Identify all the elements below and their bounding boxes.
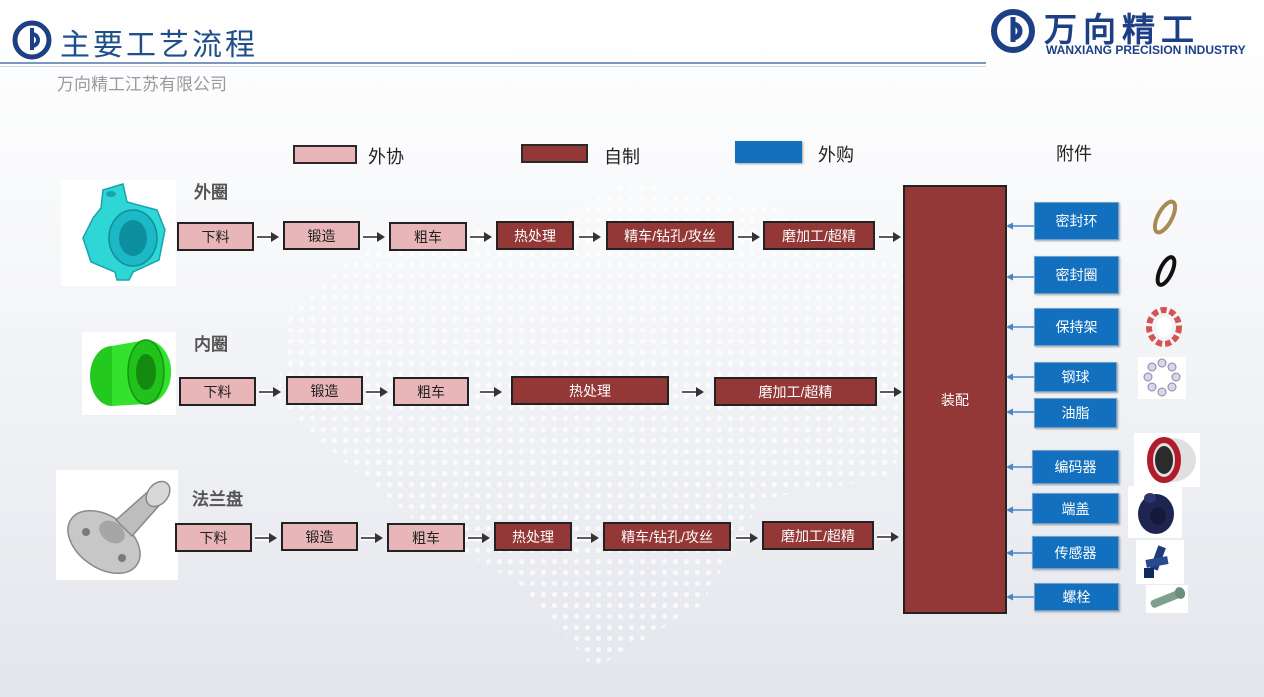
arrow-right-icon	[259, 387, 281, 397]
arrow-right-icon	[480, 387, 502, 397]
arrow-right-icon	[257, 232, 279, 242]
arrow-left-icon	[1006, 408, 1034, 416]
arrow-left-icon	[1006, 463, 1034, 471]
accessories-heading: 附件	[1056, 144, 1092, 164]
end-cap-image	[1128, 486, 1182, 538]
arrow-right-icon	[468, 533, 490, 543]
inner-step-rough-turning: 粗车	[393, 377, 469, 406]
header-divider-thin	[0, 66, 986, 67]
arrow-right-icon	[682, 387, 704, 397]
arrow-right-icon	[877, 532, 899, 542]
brand-logo-icon	[991, 9, 1035, 53]
accessory-bolt: 螺栓	[1034, 583, 1119, 611]
accessory-grease: 油脂	[1034, 398, 1117, 428]
inner-ring-label: 内圈	[194, 335, 228, 354]
assembly-block: 装配	[903, 185, 1007, 614]
inner-ring-image	[82, 332, 176, 415]
inner-step-heat-treatment: 热处理	[511, 376, 669, 405]
flange-step-finish-turning: 精车/钻孔/攻丝	[603, 522, 731, 551]
legend-outsourced-swatch	[293, 145, 357, 164]
outer-ring-label: 外圈	[194, 183, 228, 202]
bolt-image	[1146, 585, 1188, 613]
outer-step-finish-turning: 精车/钻孔/攻丝	[606, 221, 734, 250]
seal-ring-image	[1150, 196, 1180, 238]
arrow-right-icon	[577, 533, 599, 543]
arrow-right-icon	[738, 232, 760, 242]
outer-step-heat-treatment: 热处理	[496, 221, 574, 250]
arrow-right-icon	[366, 387, 388, 397]
accessory-sealing-gasket: 密封圈	[1034, 256, 1119, 294]
header-divider	[0, 62, 986, 64]
accessory-sensor: 传感器	[1032, 536, 1119, 569]
legend-self-made-label: 自制	[604, 147, 640, 167]
arrow-right-icon	[579, 232, 601, 242]
flange-step-grinding: 磨加工/超精	[762, 521, 874, 550]
arrow-left-icon	[1006, 323, 1034, 331]
company-subtitle: 万向精工江苏有限公司	[57, 75, 227, 94]
brand-english-name: WANXIANG PRECISION INDUSTRY	[1046, 43, 1246, 57]
arrow-left-icon	[1006, 273, 1034, 281]
flange-step-blanking: 下料	[175, 523, 252, 552]
encoder-image	[1134, 433, 1200, 487]
steel-ball-image	[1138, 357, 1186, 399]
arrow-left-icon	[1006, 373, 1034, 381]
flange-image	[56, 470, 178, 580]
inner-step-forging: 锻造	[286, 376, 363, 405]
outer-step-grinding: 磨加工/超精	[763, 221, 875, 250]
legend-purchased-swatch	[735, 141, 802, 163]
arrow-left-icon	[1006, 222, 1034, 230]
arrow-left-icon	[1006, 593, 1034, 601]
outer-step-blanking: 下料	[177, 222, 254, 251]
accessory-seal-ring: 密封环	[1034, 202, 1119, 240]
sensor-image	[1136, 540, 1184, 584]
legend-self-made-swatch	[521, 144, 588, 163]
arrow-right-icon	[470, 232, 492, 242]
legend-outsourced-label: 外协	[368, 147, 404, 167]
company-logo-icon	[12, 20, 52, 60]
arrow-right-icon	[255, 533, 277, 543]
cage-image	[1142, 306, 1186, 348]
arrow-right-icon	[736, 533, 758, 543]
arrow-right-icon	[880, 387, 902, 397]
outer-step-rough-turning: 粗车	[389, 222, 467, 251]
flange-label: 法兰盘	[192, 490, 243, 509]
accessory-cage: 保持架	[1034, 308, 1119, 346]
sealing-gasket-image	[1152, 252, 1180, 290]
page-title: 主要工艺流程	[60, 28, 258, 63]
legend-purchased-label: 外购	[818, 145, 854, 165]
inner-step-blanking: 下料	[179, 377, 256, 406]
flange-step-rough-turning: 粗车	[387, 523, 465, 552]
arrow-right-icon	[879, 232, 901, 242]
arrow-right-icon	[363, 232, 385, 242]
accessory-steel-ball: 钢球	[1034, 362, 1117, 392]
arrow-left-icon	[1006, 549, 1034, 557]
outer-ring-image	[61, 180, 176, 286]
arrow-right-icon	[361, 533, 383, 543]
flange-step-heat-treatment: 热处理	[494, 522, 572, 551]
inner-step-grinding: 磨加工/超精	[714, 377, 877, 406]
accessory-encoder: 编码器	[1032, 450, 1119, 484]
accessory-end-cap: 端盖	[1032, 493, 1119, 524]
brand-name: 万向精工	[1044, 10, 1200, 49]
arrow-left-icon	[1006, 506, 1034, 514]
outer-step-forging: 锻造	[283, 221, 360, 250]
flange-step-forging: 锻造	[281, 522, 358, 551]
